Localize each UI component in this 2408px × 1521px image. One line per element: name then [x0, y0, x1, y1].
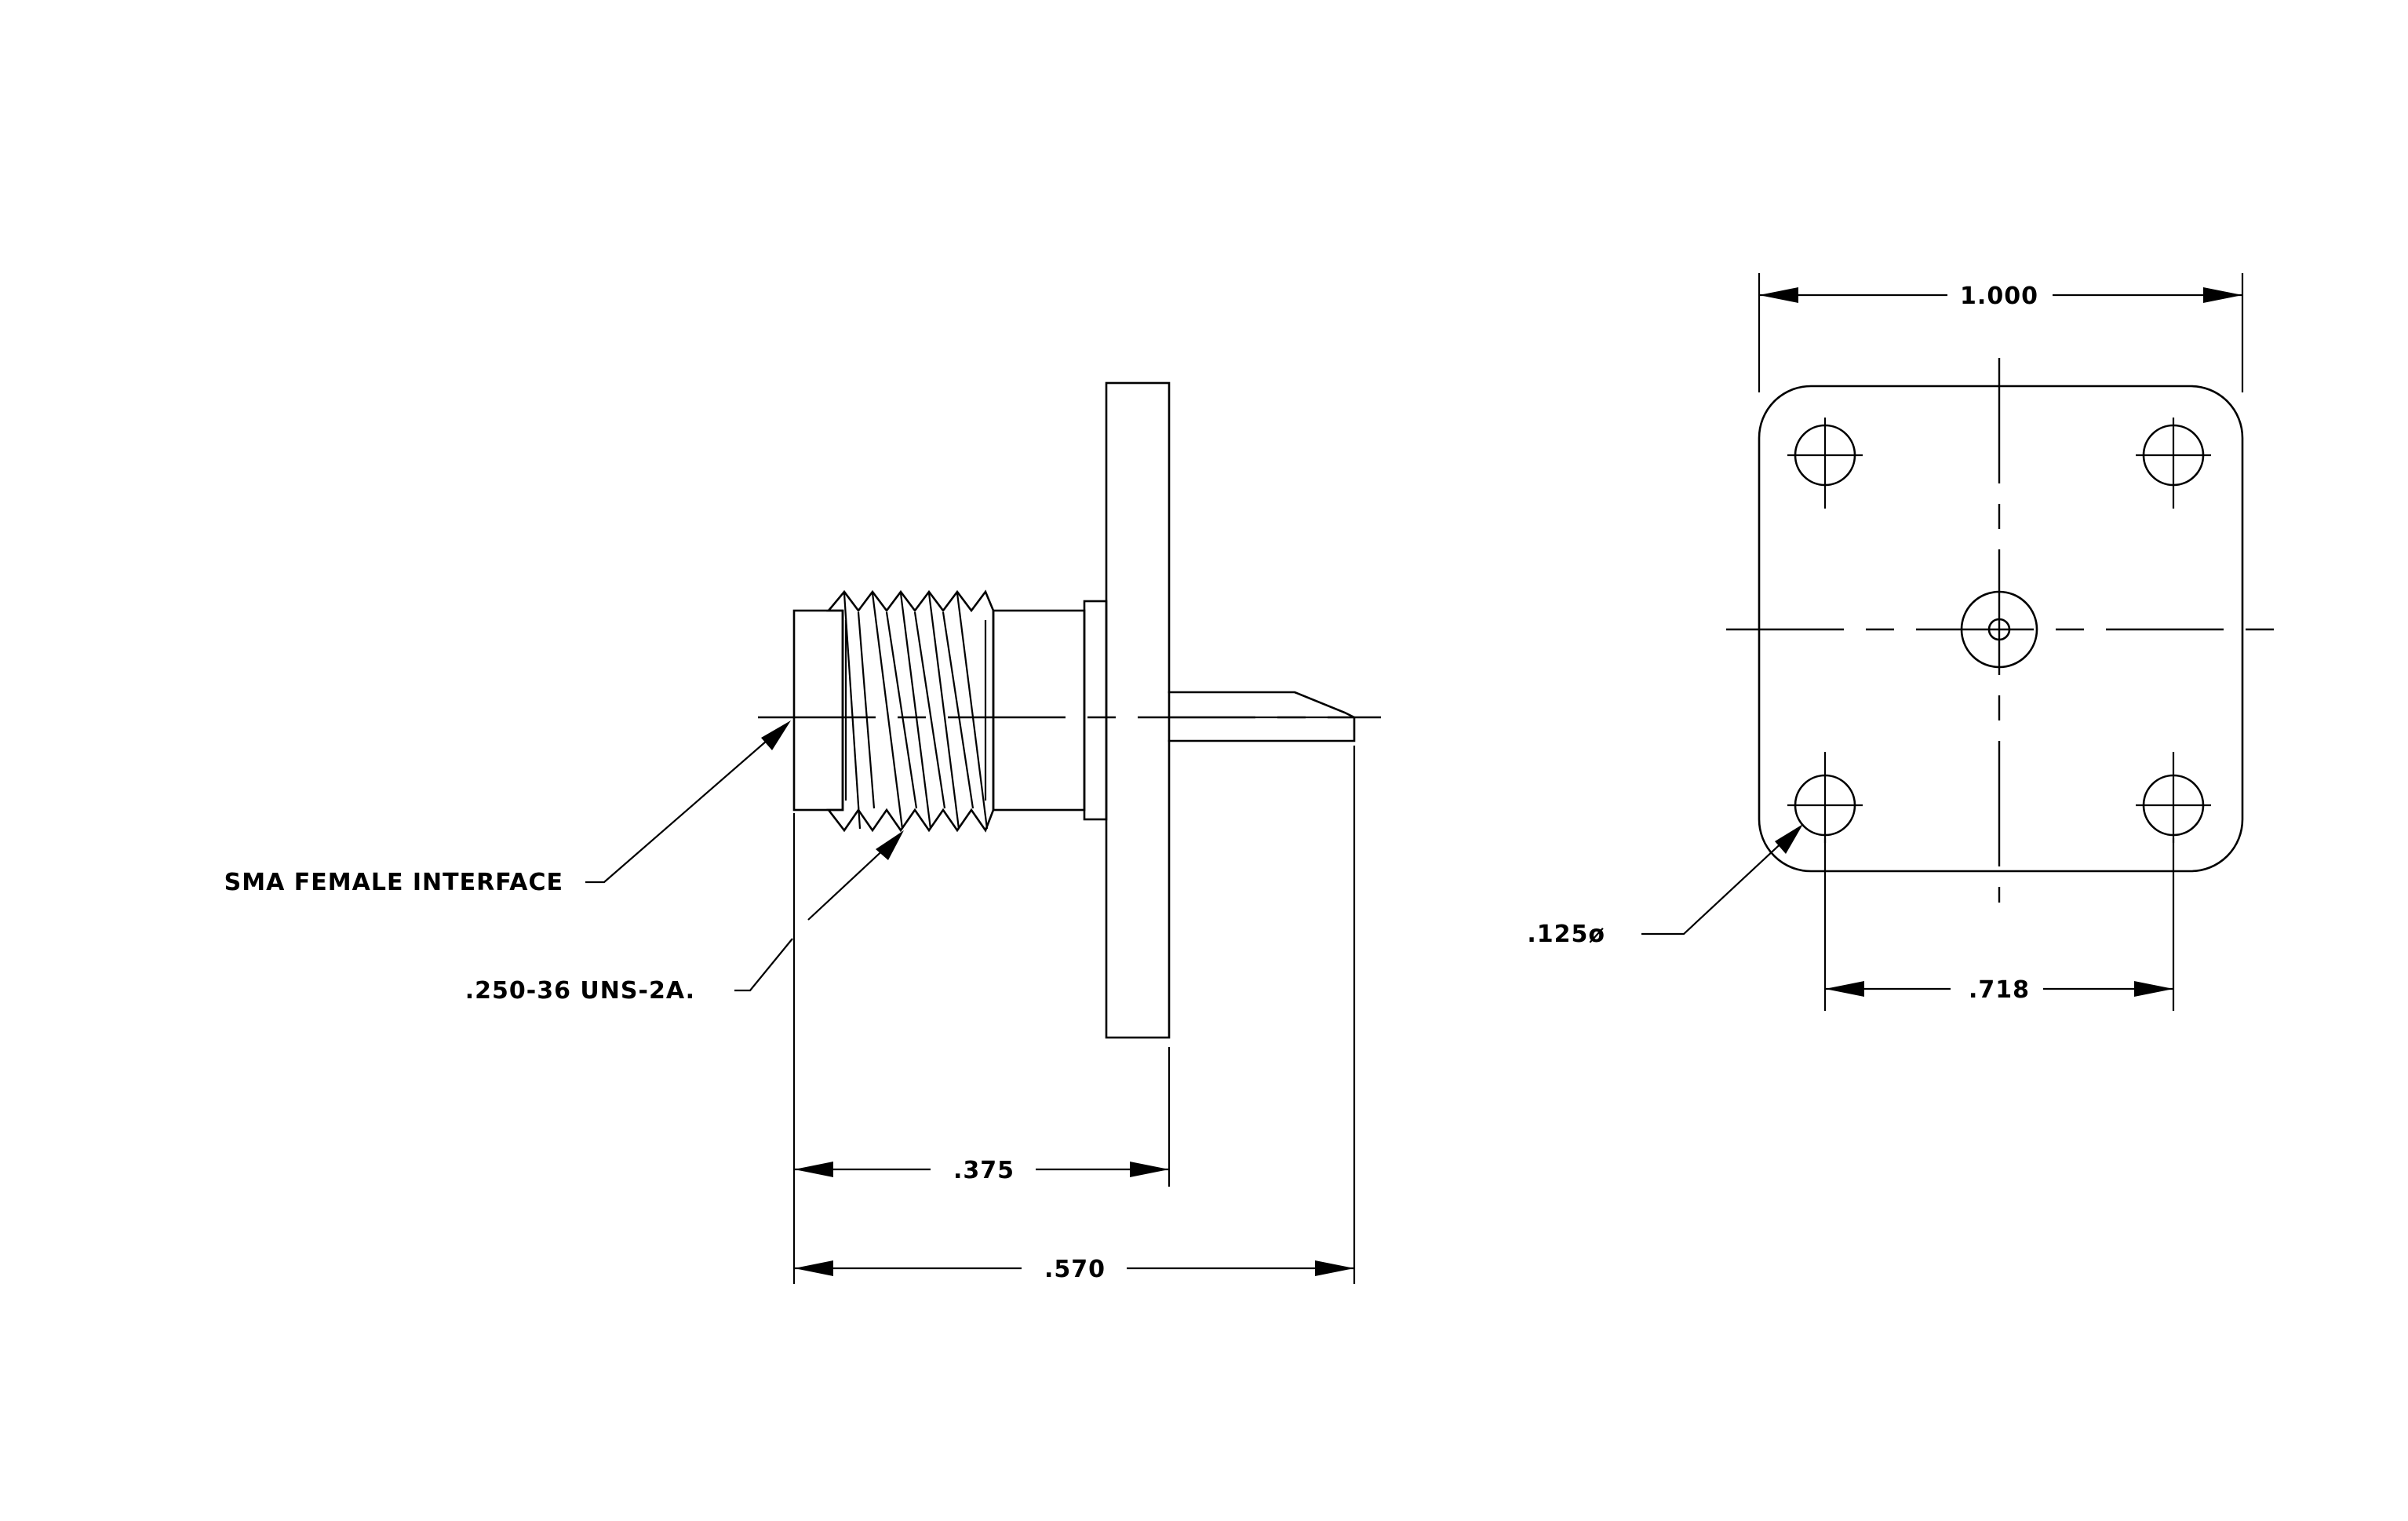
center-contact-pin	[1987, 618, 2011, 641]
thread-lines	[843, 593, 989, 830]
dimension-1000-label: 1.000	[1960, 283, 2038, 310]
leader-hole-diameter: .125ø	[1527, 824, 1803, 948]
connector-body	[992, 609, 1086, 812]
connector-shoulder	[1083, 600, 1108, 821]
rear-contact-pin	[1168, 691, 1356, 742]
dimension-1000: 1.000	[1758, 273, 2244, 392]
dimension-570-label: .570	[1044, 1256, 1106, 1283]
front-view: 1.000 .718 .125ø	[1527, 273, 2275, 1011]
dimension-375: .375	[794, 1157, 1169, 1184]
thread-spec-label: .250-36 UNS-2A.	[465, 977, 695, 1005]
mounting-hole-top-left	[1787, 418, 1863, 509]
dimension-570: .570	[794, 1256, 1354, 1283]
dimension-375-label: .375	[953, 1157, 1015, 1184]
center-contact-outer	[1960, 590, 2038, 669]
threaded-section	[826, 589, 995, 833]
hole-diameter-label: .125ø	[1527, 921, 1605, 948]
mounting-hole-bottom-left	[1787, 752, 1863, 843]
leader-thread-spec: .250-36 UNS-2A.	[465, 830, 904, 1005]
mounting-flange	[1105, 381, 1171, 1039]
mounting-hole-bottom-right	[2136, 752, 2211, 843]
side-view: .375 .570 SMA FEMALE INTERFACE .250-36 U…	[224, 381, 1381, 1284]
connector-front-ring	[792, 609, 844, 812]
sma-female-interface-label: SMA FEMALE INTERFACE	[224, 869, 563, 896]
leader-sma-interface: SMA FEMALE INTERFACE	[224, 720, 791, 896]
dimension-718: .718	[1823, 838, 2175, 1011]
mounting-hole-top-right	[2136, 418, 2211, 509]
dimension-718-label: .718	[1969, 976, 2030, 1004]
